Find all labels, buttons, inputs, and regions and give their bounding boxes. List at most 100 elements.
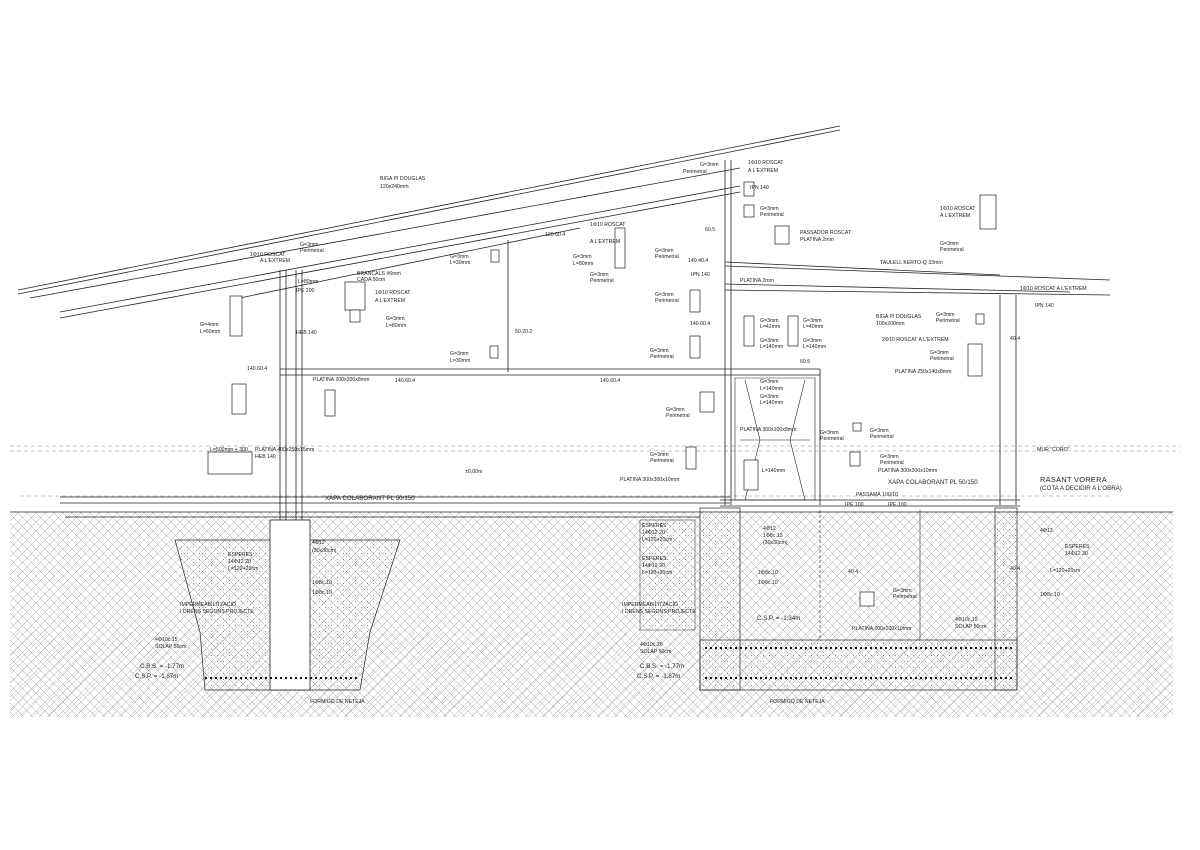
label-platina-200-10: PLATINA 200x200x10mm	[852, 626, 911, 632]
label-g3-20: G=3mm	[870, 428, 889, 434]
label-perim-2: Perimetral	[590, 278, 614, 284]
label-esperes-3b: 14Φ12 20	[642, 563, 665, 569]
label-solap-2: 4Φ10c.20	[640, 642, 663, 648]
label-solap-1b: SOLAP 50cm	[155, 644, 186, 650]
label-140-60-4-c: 140.60.4	[600, 378, 620, 384]
label-perim-15: Perimetral	[930, 356, 954, 362]
datum-lines	[10, 445, 1180, 497]
label-solap-3b: SOLAP 50cm	[955, 624, 986, 630]
label-mur: MUR "CORO"	[1037, 447, 1070, 453]
label-biga: BIGA PI DOUGLAS	[380, 176, 426, 182]
label-g3-18: G=3mm	[666, 407, 685, 413]
label-g3-13: G=3mm	[803, 318, 822, 324]
label-roscat-extrem: 1Φ10 ROSCAT A L'EXTREM	[1020, 286, 1087, 292]
label-g3-5: G=3mm	[573, 254, 592, 260]
label-g3-15: G=3mm	[803, 338, 822, 344]
label-perim-16: Perimetral	[893, 594, 917, 600]
label-l30-1: L=30mm	[450, 260, 470, 266]
label-esperes-3c: L=120+20cm	[642, 570, 672, 576]
label-140-40-4: 140.40.4	[688, 258, 708, 264]
label-esperes-rb: 14Φ12 20	[1065, 551, 1088, 557]
label-csp-1: C.S.P. = -1,34m	[757, 615, 800, 622]
label-120-60-4: 120.60.4	[545, 232, 565, 238]
label-formigo-1: FORMIGÓ DE NETEJA	[310, 698, 365, 705]
label-g3-24: G=3mm	[936, 312, 955, 318]
label-g3-7: G=3mm	[655, 248, 674, 254]
label-cada: CADA 50cm	[357, 277, 385, 283]
label-d8b-2: (30x30cm)	[763, 540, 788, 546]
label-140-60-4-a: 140.60.4	[247, 366, 267, 372]
detail-blocks	[207, 181, 997, 607]
label-brancals: BRANCALS #6mm	[357, 271, 401, 277]
label-g3-9: G=3mm	[760, 206, 779, 212]
label-l80-2: L=80mm	[386, 323, 406, 329]
label-perim-9: Perimetral	[820, 436, 844, 442]
label-140-60-4-d: 140.60.4	[690, 321, 710, 327]
label-solap-1: 4Φ10c.15	[155, 637, 178, 643]
label-imper-2b: I DRENS SEGONS PROJECTE	[622, 609, 696, 615]
label-roscat-1: 1Φ10 ROSCAT	[250, 252, 286, 258]
label-perim-8: Perimetral	[666, 413, 690, 419]
annotations: BIGA PI DOUGLAS 120x240mm 1Φ10 ROSCAT A …	[135, 160, 1122, 705]
label-40-4-b: 40.4	[1010, 566, 1020, 572]
label-g3-17: G=3mm	[760, 394, 779, 400]
label-d12-1: 4Φ12	[312, 540, 325, 546]
label-60-5: 60.5	[705, 227, 715, 233]
label-cota: (COTA A DECIDIR A L'OBRA)	[1040, 485, 1122, 492]
label-g3-26: G=3mm	[893, 588, 912, 594]
label-a-extrem-1: A L'EXTREM	[260, 258, 290, 264]
label-heb-140b: HEB 140	[255, 454, 276, 460]
label-biga-2-sec: 100x200mm	[876, 321, 905, 327]
label-g3-21: G=3mm	[650, 452, 669, 458]
label-l42: L=42mm	[760, 324, 780, 330]
label-l140-e: L=140mm	[762, 468, 785, 474]
label-roscat-3: 1Φ10 ROSCAT	[590, 222, 626, 228]
label-perim-3: Perimetral	[655, 254, 679, 260]
label-imper-2: IMPERMEABILITZACIÓ	[622, 601, 678, 608]
label-l80-1: L=80mm	[298, 279, 318, 285]
label-taulell: TAULELL KERTO-Q 33mm	[880, 260, 943, 266]
label-g3-16: G=3mm	[760, 379, 779, 385]
label-l140-a: L=140mm	[760, 344, 783, 350]
label-platina-200: PLATINA 200x200x8mm	[313, 377, 369, 383]
label-40-4-c: 40.4	[848, 569, 858, 575]
label-g3-2: G=3mm	[386, 316, 405, 322]
label-d12-r: 4Φ12	[1040, 528, 1053, 534]
label-60-5b: 60.5	[800, 359, 810, 365]
label-perim-13: Perimetral	[940, 247, 964, 253]
label-platina-250: PLATINA 250x140x8mm	[895, 369, 951, 375]
label-40-4: 40.4	[1010, 336, 1020, 342]
label-csp-2: C.S.P. = -1,87m	[135, 673, 178, 680]
label-heb140: HEB 140	[296, 330, 317, 336]
label-platina-2b: PLATINA 2mm	[740, 278, 774, 284]
label-a-extrem-3: A L'EXTREM	[590, 239, 620, 245]
label-l140-d: L=140mm	[760, 400, 783, 406]
roof-left	[17, 125, 841, 319]
label-biga-2: BIGA PI DOUGLAS	[876, 314, 922, 320]
label-g3-11: G=3mm	[650, 348, 669, 354]
label-g3-6: G=3mm	[590, 272, 609, 278]
label-esperes-rc: L=120+20cm	[1050, 568, 1080, 574]
label-g3-12: G=3mm	[760, 318, 779, 324]
label-d8-2: 1Φ8c.15	[763, 533, 783, 539]
label-imper-1: IMPERMEABILITZACIÓ	[180, 601, 236, 608]
label-l80-3: L=80mm	[573, 261, 593, 267]
label-d8c-3: 1Φ8c.10	[758, 570, 778, 576]
label-solap-3: 4Φ10c.15	[955, 617, 978, 623]
label-perim-10: Perimetral	[870, 434, 894, 440]
label-perim-4: Perimetral	[683, 169, 707, 175]
label-ipn140: IPN 140	[691, 272, 710, 278]
label-roscat-2: 1Φ10 ROSCAT	[375, 290, 411, 296]
label-l140-c: L=140mm	[760, 386, 783, 392]
label-esperes-2: ESPERES	[642, 523, 667, 529]
label-platina-300-100: PLATINA 300x100x8mm	[740, 427, 796, 433]
label-esperes-r: ESPERES	[1065, 544, 1090, 550]
label-ipe100-a: IPE 100	[845, 502, 864, 508]
label-perim-6: Perimetral	[655, 298, 679, 304]
label-d8c-2: 1Φ8c.10	[312, 590, 332, 596]
label-xapa-1: XAPA COLABORANT PL 50/150	[325, 495, 415, 502]
foundation-left	[174, 519, 401, 691]
label-passador: PASSADOR ROSCAT	[800, 230, 852, 236]
